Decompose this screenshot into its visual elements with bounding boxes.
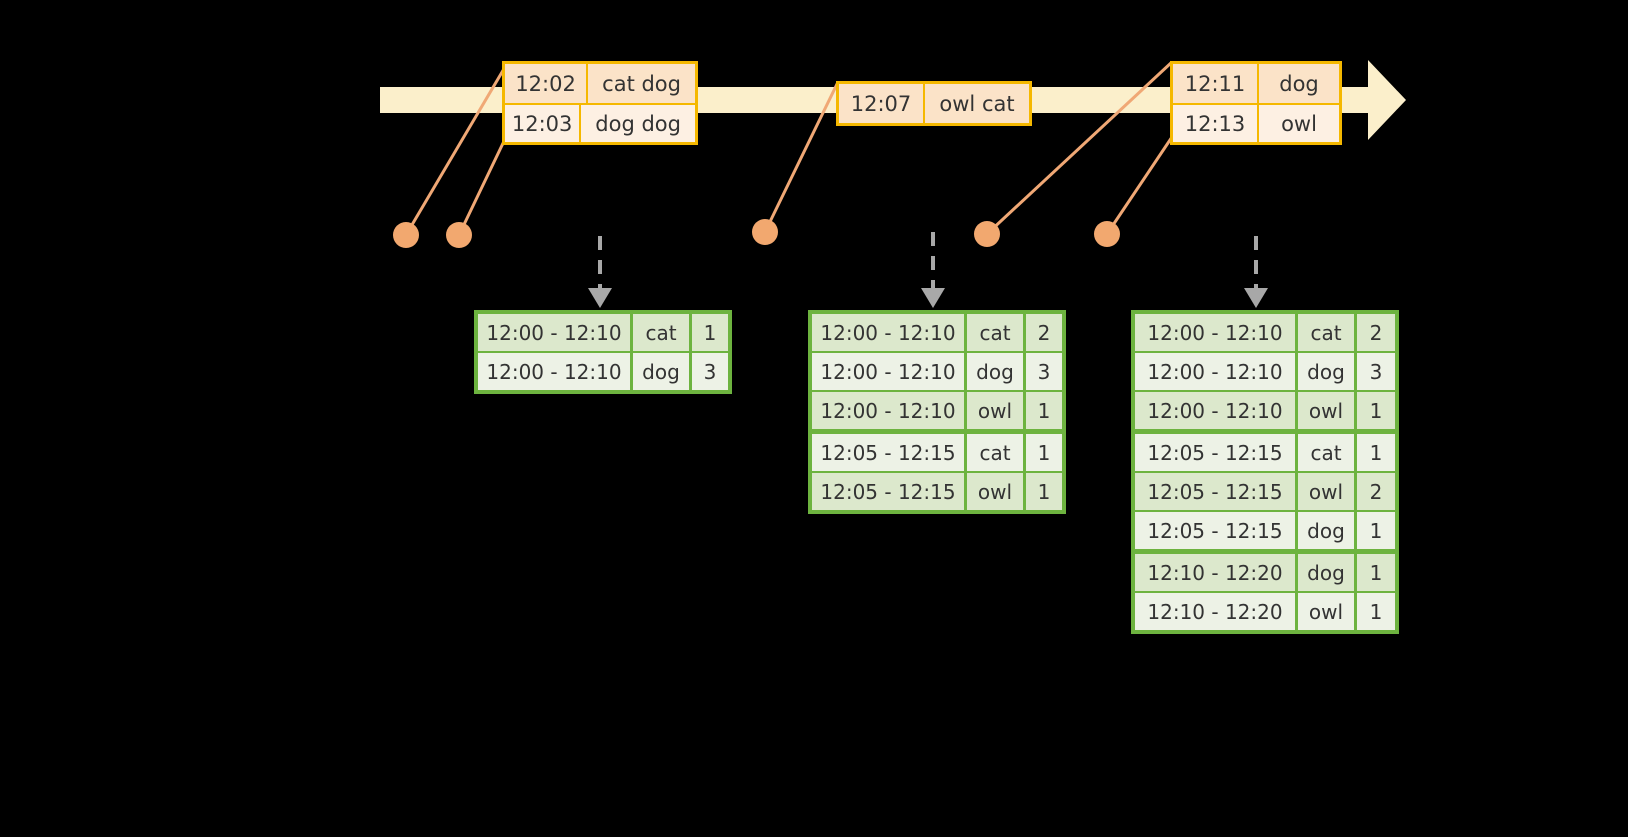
key-cell: cat <box>1298 314 1354 351</box>
event-box-1[interactable]: 12:02 cat dog 12:03 dog dog <box>502 61 698 145</box>
count-cell: 3 <box>692 353 728 390</box>
key-cell: dog <box>633 353 689 390</box>
count-cell: 1 <box>1357 554 1395 591</box>
event-box-3[interactable]: 12:11 dog 12:13 owl <box>1170 61 1342 145</box>
event-words: dog dog <box>595 111 681 136</box>
down-arrow-3 <box>1244 236 1268 308</box>
window-cell: 12:00 - 12:10 <box>812 314 964 351</box>
window-cell: 12:10 - 12:20 <box>1135 554 1295 591</box>
event-words: owl <box>1281 111 1317 136</box>
connector-line-2 <box>457 136 508 236</box>
window-cell: 12:00 - 12:10 <box>1135 353 1295 390</box>
window-cell: 12:00 - 12:10 <box>1135 314 1295 351</box>
key-cell: cat <box>633 314 689 351</box>
count-cell: 1 <box>1026 434 1062 471</box>
event-words: dog <box>1279 71 1319 96</box>
event-dots <box>393 219 1120 248</box>
key-cell: cat <box>967 314 1023 351</box>
key-cell: cat <box>1298 434 1354 471</box>
event-dot-1 <box>393 222 419 248</box>
count-cell: 1 <box>692 314 728 351</box>
count-cell: 3 <box>1026 353 1062 390</box>
count-cell: 1 <box>1357 392 1395 429</box>
count-cell: 2 <box>1026 314 1062 351</box>
event-words: owl cat <box>939 91 1015 116</box>
event-timestamp: 12:07 <box>839 84 925 123</box>
event-row[interactable]: 12:07 owl cat <box>839 84 1029 123</box>
event-words: cat dog <box>602 71 681 96</box>
count-cell: 2 <box>1357 473 1395 510</box>
key-cell: dog <box>1298 353 1354 390</box>
window-cell: 12:05 - 12:15 <box>1135 512 1295 549</box>
event-dot-4 <box>974 221 1000 247</box>
key-cell: dog <box>1298 512 1354 549</box>
connector-line-1 <box>404 61 510 236</box>
window-cell: 12:05 - 12:15 <box>1135 473 1295 510</box>
window-cell: 12:00 - 12:10 <box>812 353 964 390</box>
event-timestamp: 12:03 <box>505 105 582 142</box>
count-cell: 1 <box>1026 392 1062 429</box>
window-cell: 12:00 - 12:10 <box>812 392 964 429</box>
count-cell: 1 <box>1357 593 1395 630</box>
key-cell: owl <box>1298 473 1354 510</box>
event-dot-2 <box>446 222 472 248</box>
event-timestamp: 12:13 <box>1173 105 1259 142</box>
event-row[interactable]: 12:02 cat dog <box>505 64 695 103</box>
event-timestamp: 12:11 <box>1173 64 1259 103</box>
event-row[interactable]: 12:11 dog <box>1173 64 1339 103</box>
event-dot-5 <box>1094 221 1120 247</box>
count-cell: 2 <box>1357 314 1395 351</box>
emit-arrows <box>588 232 1268 308</box>
key-cell: owl <box>1298 593 1354 630</box>
window-cell: 12:05 - 12:15 <box>1135 434 1295 471</box>
key-cell: owl <box>967 473 1023 510</box>
event-row[interactable]: 12:13 owl <box>1173 103 1339 142</box>
event-dot-3 <box>752 219 778 245</box>
down-arrow-2 <box>921 232 945 308</box>
window-cell: 12:05 - 12:15 <box>812 473 964 510</box>
window-cell: 12:10 - 12:20 <box>1135 593 1295 630</box>
down-arrow-1 <box>588 236 612 308</box>
event-box-2[interactable]: 12:07 owl cat <box>836 81 1032 126</box>
key-cell: dog <box>1298 554 1354 591</box>
key-cell: owl <box>967 392 1023 429</box>
window-cell: 12:00 - 12:10 <box>478 314 630 351</box>
window-cell: 12:00 - 12:10 <box>478 353 630 390</box>
count-cell: 1 <box>1357 434 1395 471</box>
event-timestamp: 12:02 <box>505 64 589 103</box>
key-cell: owl <box>1298 392 1354 429</box>
count-cell: 3 <box>1357 353 1395 390</box>
key-cell: cat <box>967 434 1023 471</box>
connector-line-5 <box>1105 136 1174 235</box>
connector-line-3 <box>763 81 840 233</box>
key-cell: dog <box>967 353 1023 390</box>
count-cell: 1 <box>1357 512 1395 549</box>
window-cell: 12:00 - 12:10 <box>1135 392 1295 429</box>
count-cell: 1 <box>1026 473 1062 510</box>
window-cell: 12:05 - 12:15 <box>812 434 964 471</box>
event-row[interactable]: 12:03 dog dog <box>505 103 695 142</box>
